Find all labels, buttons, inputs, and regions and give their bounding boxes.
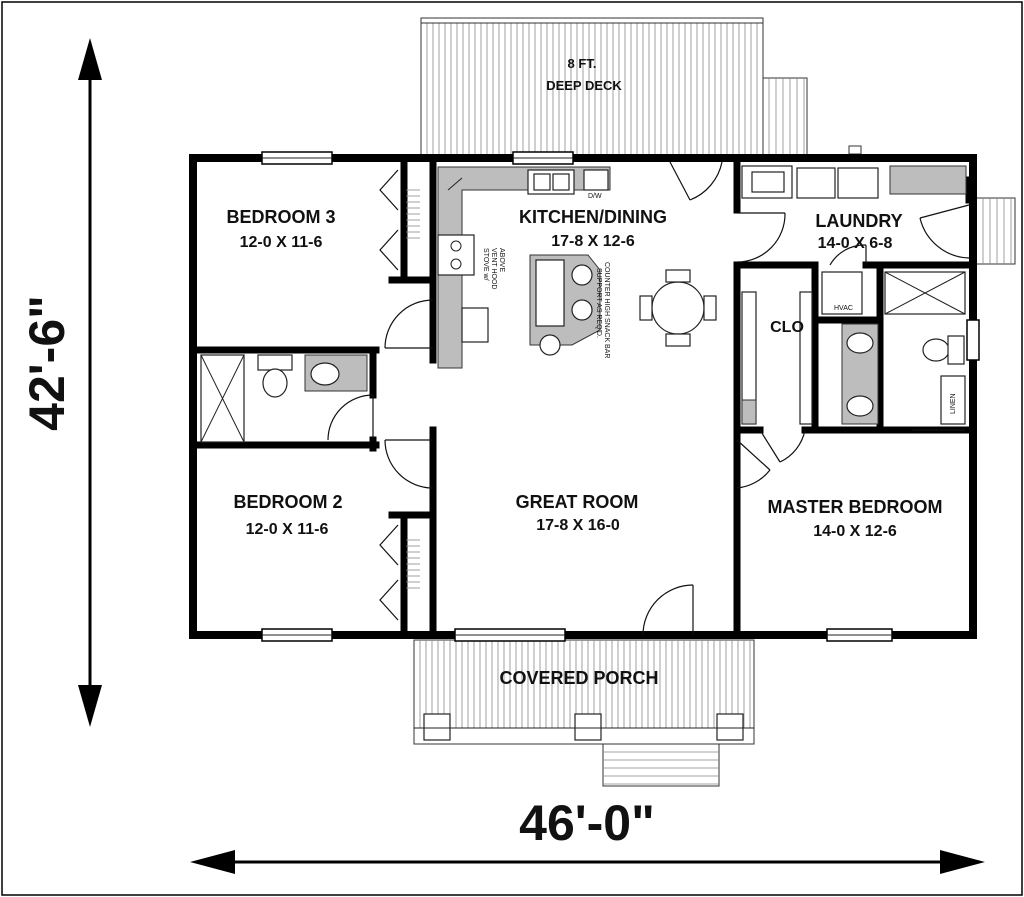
stove-note-line1: STOVE w/ xyxy=(482,248,489,281)
master-size: 14-0 X 12-6 xyxy=(813,523,897,540)
porch-name: COVERED PORCH xyxy=(499,668,658,688)
depth-dimension-arrow xyxy=(78,38,102,727)
dishwasher-label: D/W xyxy=(588,193,602,200)
depth-dimension-label: 42'-6" xyxy=(19,295,75,431)
exterior-walls xyxy=(189,154,977,639)
laundry-size: 14-0 X 6-8 xyxy=(818,235,893,252)
master-name: MASTER BEDROOM xyxy=(768,497,943,517)
deck-label-line1: 8 FT. xyxy=(568,56,597,71)
greatroom-name: GREAT ROOM xyxy=(516,492,639,512)
hall-bath xyxy=(200,354,368,443)
bedroom3-name: BEDROOM 3 xyxy=(226,207,335,227)
bedroom2-size: 12-0 X 11-6 xyxy=(246,521,329,538)
hvac-label: HVAC xyxy=(834,305,853,312)
overall-dimensions: 42'-6" 46'-0" xyxy=(19,295,655,851)
fixture-notes: STOVE w/ VENT HOOD ABOVE COUNTER HIGH SN… xyxy=(482,193,957,414)
closet-bifold-doors xyxy=(379,169,399,621)
kitchen-size: 17-8 X 12-6 xyxy=(551,233,635,250)
deck-label-line2: DEEP DECK xyxy=(546,78,622,93)
laundry-name: LAUNDRY xyxy=(815,211,902,231)
covered-porch xyxy=(413,639,755,787)
counter-note-line2: SUPPORT AS REQ'D. xyxy=(595,268,602,338)
counter-note-line1: COUNTER HIGH SNACK BAR xyxy=(603,262,610,358)
greatroom-size: 17-8 X 16-0 xyxy=(536,517,620,534)
laundry-fixtures xyxy=(741,165,967,315)
doors xyxy=(327,161,970,636)
linen-label: LINEN xyxy=(950,393,957,414)
room-labels: 8 FT. DEEP DECK BEDROOM 3 12-0 X 11-6 KI… xyxy=(226,56,942,688)
width-dimension-label: 46'-0" xyxy=(519,795,655,851)
clo-name: CLO xyxy=(770,319,804,336)
bedroom2-name: BEDROOM 2 xyxy=(233,492,342,512)
width-dimension-arrow xyxy=(190,850,985,874)
windows xyxy=(261,151,980,642)
kitchen-name: KITCHEN/DINING xyxy=(519,207,667,227)
stove-note-line3: ABOVE xyxy=(498,248,505,272)
stove-note-line2: VENT HOOD xyxy=(490,248,497,290)
deck xyxy=(420,17,862,156)
master-bath xyxy=(841,323,966,425)
kitchen-counters xyxy=(437,166,717,369)
closet-shelves xyxy=(406,189,420,589)
bedroom3-size: 12-0 X 11-6 xyxy=(240,234,323,251)
clo-shelves xyxy=(741,291,813,425)
